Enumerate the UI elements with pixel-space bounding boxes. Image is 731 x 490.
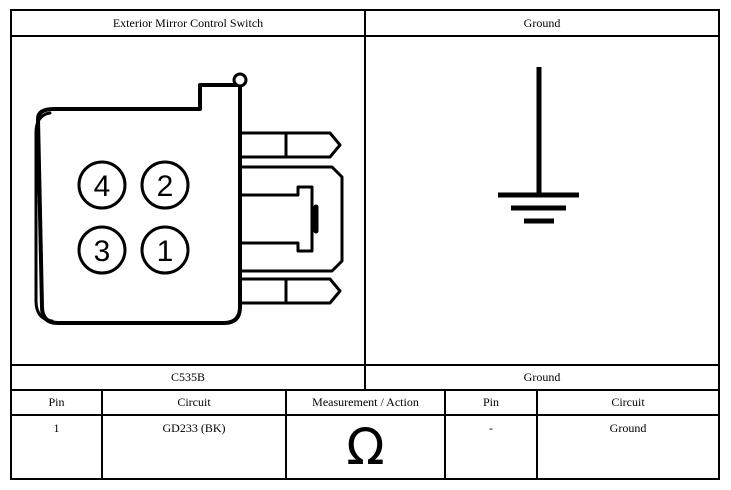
- table-row-pin-a: 1: [53, 421, 60, 435]
- ground-symbol: [498, 67, 579, 224]
- table-header-pin-b: Pin: [482, 395, 499, 409]
- pin-label-1: 1: [157, 235, 174, 268]
- header-right-title: Ground: [523, 15, 561, 30]
- table-row-measurement: Ω: [287, 416, 444, 478]
- pin-label-3: 3: [94, 235, 111, 268]
- connector-id-label: C535B: [170, 370, 205, 384]
- ohm-symbol: Ω: [346, 418, 385, 476]
- table-row-pin-b: -: [489, 421, 493, 435]
- header-left-title: Exterior Mirror Control Switch: [112, 15, 264, 30]
- divider-col1: [101, 389, 103, 480]
- divider-table-header-top: [10, 389, 720, 391]
- table-row-circuit-b: Ground: [609, 421, 647, 435]
- pin-label-4: 4: [94, 170, 111, 203]
- table-header-measurement: Measurement / Action: [312, 395, 419, 409]
- divider-table-header-bottom: [10, 414, 720, 416]
- table-row-circuit-a: GD233 (BK): [162, 421, 226, 435]
- divider-col2: [285, 389, 287, 480]
- divider-col4: [536, 389, 538, 480]
- ground-label: Ground: [523, 370, 561, 384]
- divider-col3: [444, 389, 446, 480]
- connector-diagram: 4 2 3 1: [34, 72, 344, 325]
- table-header-circuit-a: Circuit: [177, 395, 211, 409]
- divider-top-center: [364, 9, 366, 390]
- pin-label-2: 2: [157, 170, 174, 203]
- table-header-pin-a: Pin: [48, 395, 65, 409]
- table-header-circuit-b: Circuit: [611, 395, 645, 409]
